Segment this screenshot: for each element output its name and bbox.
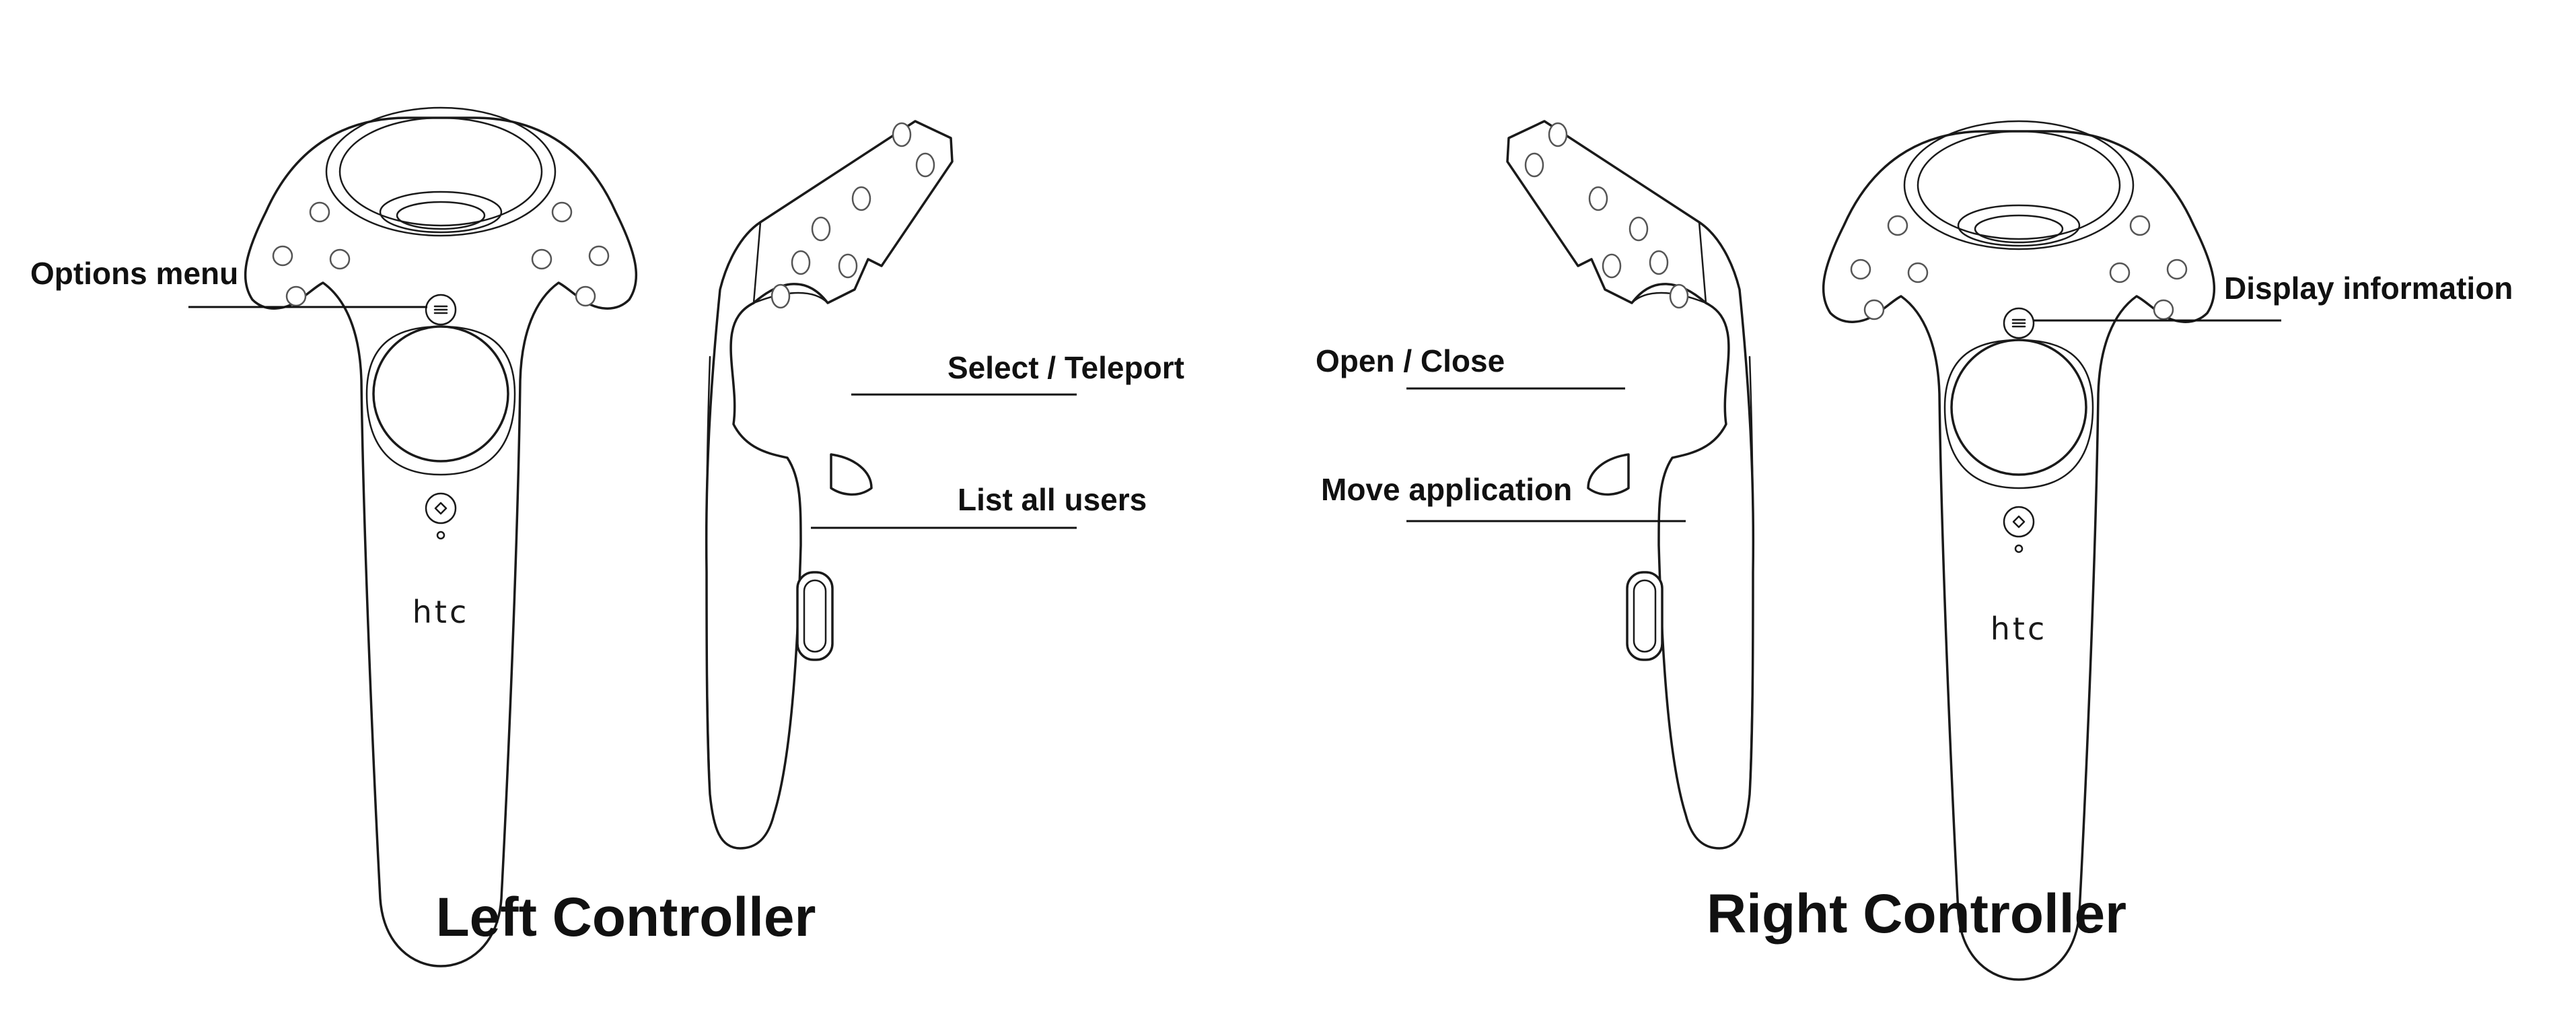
left-controller-caption: Left Controller [436, 887, 816, 948]
left-front-logo: htc [413, 594, 469, 630]
right-display-information-label: Display information [2224, 271, 2513, 306]
left-list-all-users-label: List all users [958, 482, 1147, 517]
left-options-menu-label: Options menu [30, 256, 238, 291]
right-controller-front: htc [1822, 120, 2216, 981]
left-controller-front: htc [244, 106, 638, 967]
left-controller-side [705, 120, 954, 850]
left-select-teleport-label: Select / Teleport [947, 350, 1184, 385]
right-move-application-label: Move application [1321, 472, 1572, 507]
right-controller-caption: Right Controller [1707, 883, 2126, 945]
right-open-close-label: Open / Close [1316, 343, 1505, 378]
right-front-logo: htc [1991, 611, 2047, 647]
